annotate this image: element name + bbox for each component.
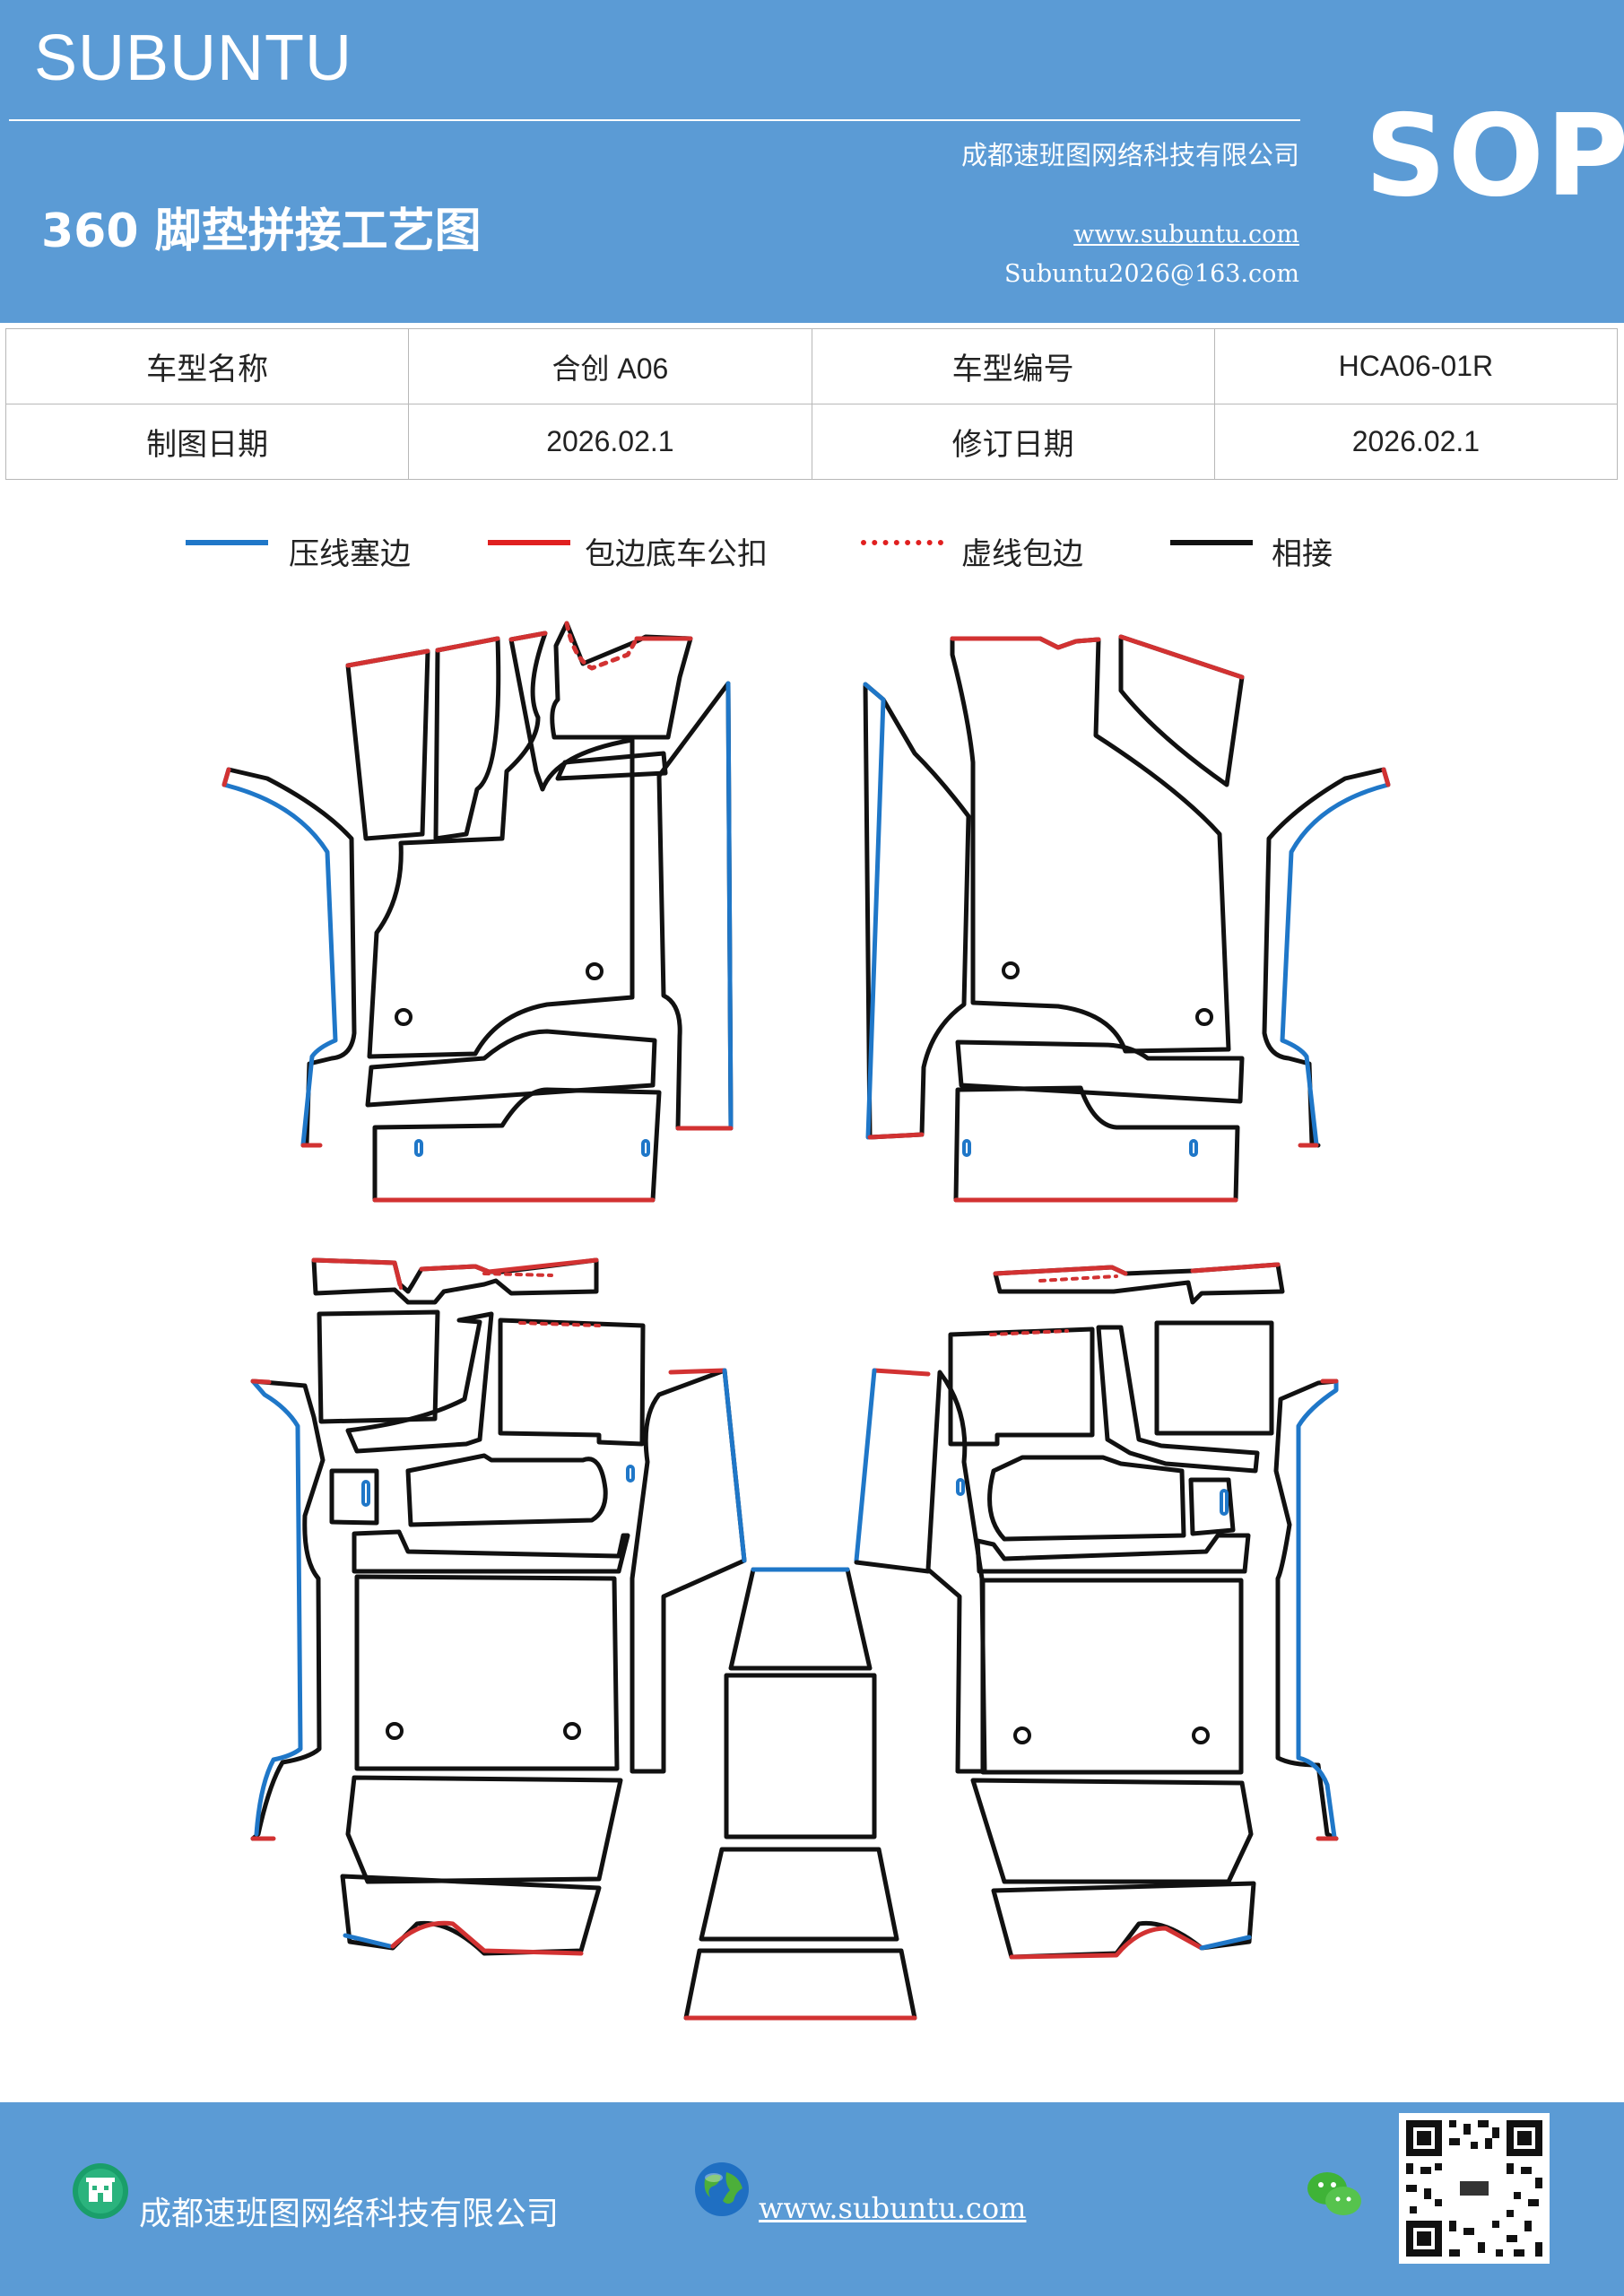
page-title: 360 脚垫拼接工艺图: [41, 204, 482, 258]
legend-swatch-black: [1170, 540, 1253, 545]
vehicle-info-table: 车型名称 合创 A06 车型编号 HCA06-01R 制图日期 2026.02.…: [4, 328, 1619, 480]
label-draw-date: 制图日期: [4, 404, 410, 480]
legend-label-binding: 包边底车公扣: [585, 536, 768, 572]
header-email: Subuntu2026@163.com: [1004, 260, 1299, 288]
front-left-mat: [221, 621, 734, 1203]
header-banner: SUBUNTU 成都速班图网络科技有限公司 360 脚垫拼接工艺图 www.su…: [0, 0, 1624, 323]
value-model-name: 合创 A06: [408, 328, 812, 404]
label-model-code: 车型编号: [811, 328, 1215, 404]
floor-mat-diagram: [221, 621, 1391, 2021]
legend-label-joined: 相接: [1272, 536, 1333, 572]
footer-company: 成都速班图网络科技有限公司: [139, 2196, 560, 2232]
sop-badge: SOP: [1365, 90, 1624, 222]
brand-logo-text: SUBUNTU: [34, 22, 353, 94]
value-model-code: HCA06-01R: [1213, 328, 1619, 404]
legend-swatch-blue: [186, 540, 268, 545]
front-right-mat: [863, 634, 1391, 1203]
table-row: 制图日期 2026.02.1 修订日期 2026.02.1: [4, 404, 1619, 480]
qr-code[interactable]: [1399, 2113, 1550, 2264]
table-row: 车型名称 合创 A06 车型编号 HCA06-01R: [4, 328, 1619, 404]
center-console-mats: [683, 1567, 917, 2021]
legend-swatch-red-dotted: [861, 540, 943, 545]
header-company: 成都速班图网络科技有限公司: [960, 140, 1299, 170]
legend-label-press-seam: 压线塞边: [289, 536, 411, 572]
rear-left-mat: [250, 1257, 747, 1956]
value-draw-date: 2026.02.1: [408, 404, 812, 480]
legend-label-dotted-binding: 虚线包边: [961, 536, 1083, 572]
globe-icon: [695, 2162, 749, 2216]
footer-banner: 成都速班图网络科技有限公司 www.subuntu.com: [0, 2102, 1624, 2296]
label-revision-date: 修订日期: [811, 404, 1215, 480]
rear-right-mat: [854, 1262, 1339, 1960]
header-divider: [9, 119, 1300, 121]
label-model-name: 车型名称: [4, 328, 410, 404]
header-website-link[interactable]: www.subuntu.com: [1073, 221, 1299, 248]
value-revision-date: 2026.02.1: [1213, 404, 1619, 480]
wechat-icon[interactable]: [1303, 2167, 1366, 2221]
legend-swatch-red: [488, 540, 570, 545]
building-icon: [73, 2163, 128, 2219]
footer-website-link[interactable]: www.subuntu.com: [759, 2191, 1027, 2225]
legend: 压线塞边 包边底车公扣 虚线包边 相接: [0, 529, 1624, 572]
